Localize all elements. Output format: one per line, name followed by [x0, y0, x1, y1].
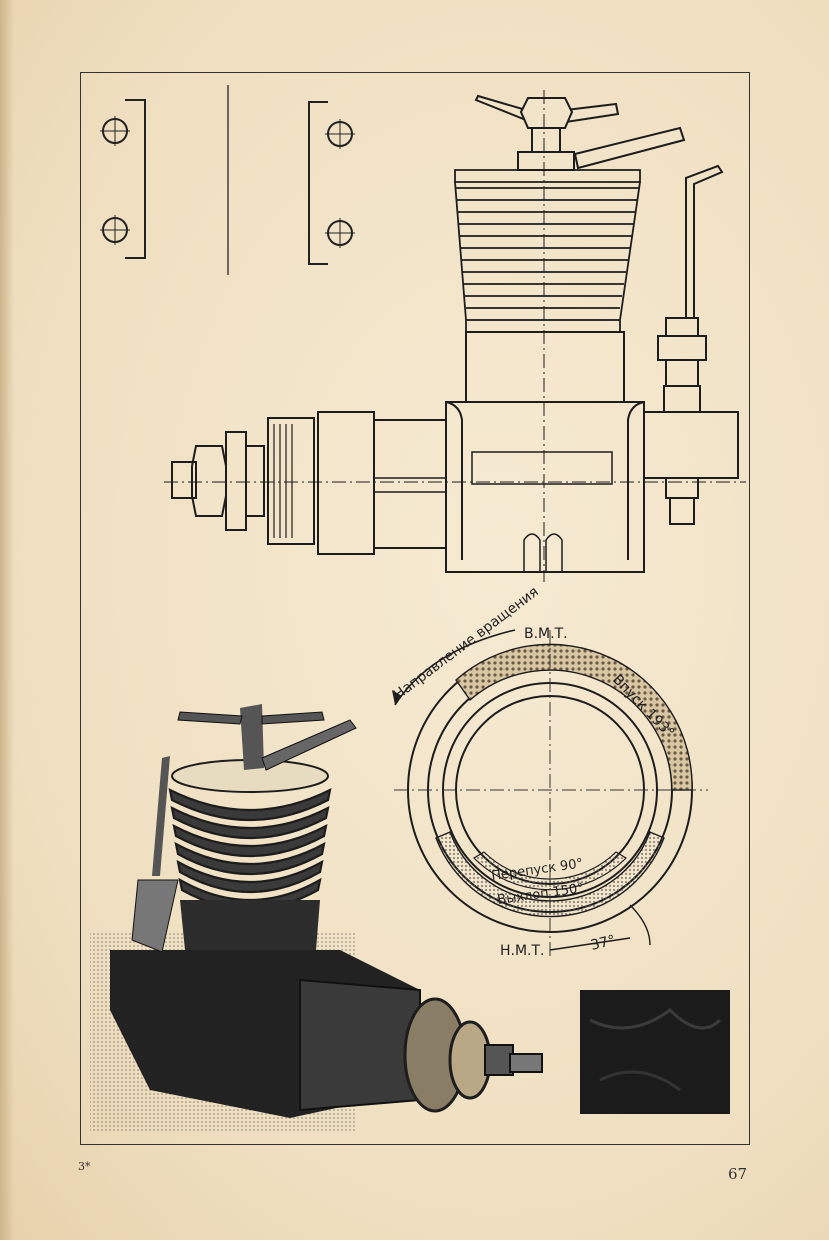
- bdc-label: Н.М.Т.: [500, 943, 545, 959]
- bdc-angle-label: 37°: [589, 932, 617, 954]
- engine-perspective-illustration: [90, 704, 543, 1132]
- timing-diagram: Направление вращения В.М.Т. Впуск 193° П…: [391, 584, 708, 960]
- figure-frame: [80, 72, 750, 1145]
- signature-mark: 3*: [78, 1160, 91, 1173]
- tdc-label: В.М.Т.: [524, 626, 568, 642]
- engine-elevation-drawing: [164, 90, 746, 582]
- exhaust-arc: [435, 831, 665, 918]
- page-gutter-shadow: [0, 0, 14, 1240]
- transfer-arc: [473, 851, 627, 891]
- cylinder-fins: [454, 169, 641, 333]
- rotation-arrow: [394, 629, 516, 706]
- mounting-lug-right: [308, 101, 355, 265]
- page-number: 67: [728, 1165, 748, 1183]
- dark-photo-patch: [580, 990, 730, 1114]
- mounting-lug-left: [100, 99, 146, 259]
